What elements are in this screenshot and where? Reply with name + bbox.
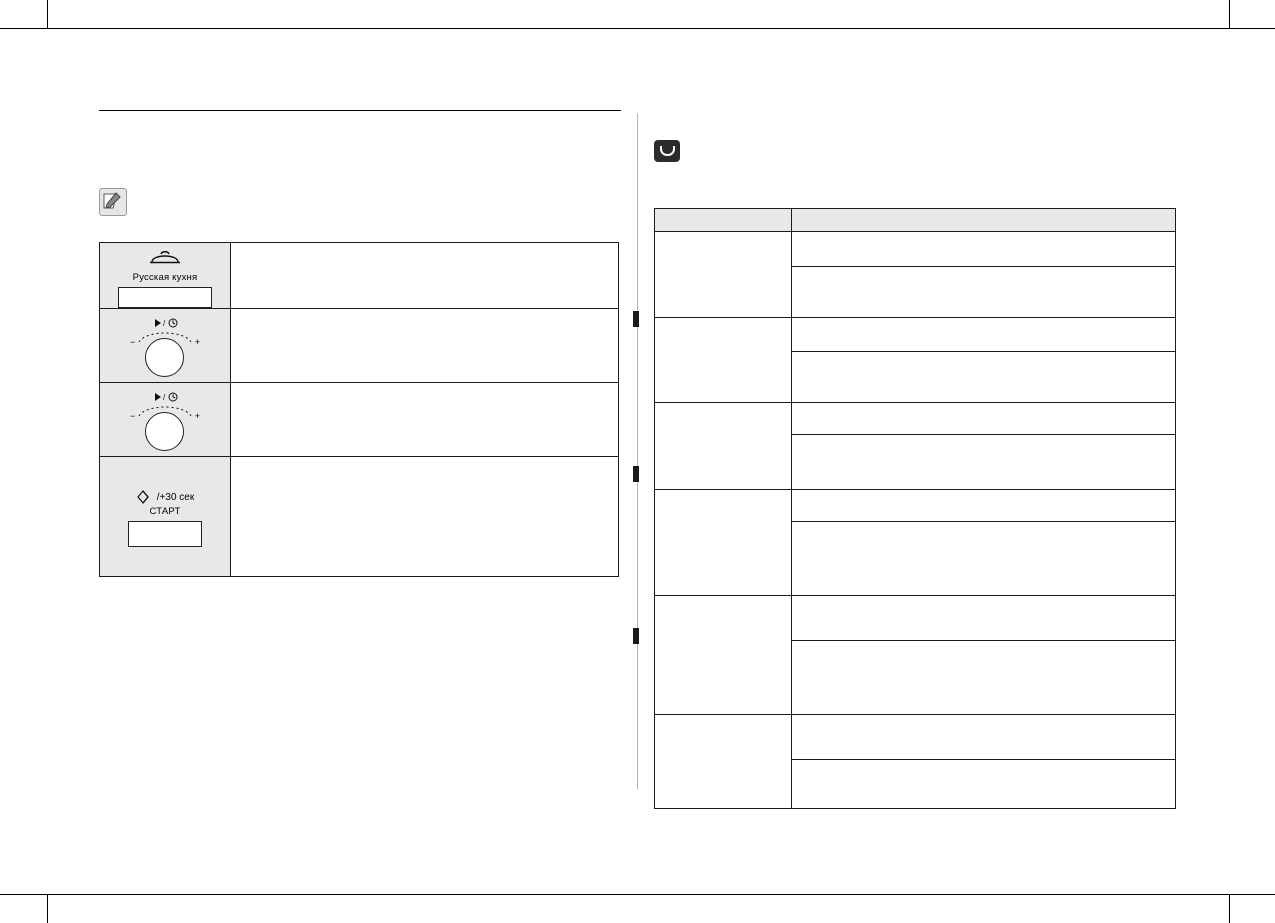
row-label-2	[654, 317, 792, 403]
dial-plus-label-2: +	[194, 336, 200, 347]
row-cell-1b	[791, 266, 1176, 318]
table-row	[655, 759, 1176, 809]
tab-mark-3	[633, 628, 639, 644]
pot-icon	[100, 249, 230, 270]
start-icon: /+30 сек	[100, 490, 230, 504]
svg-text:/: /	[163, 393, 166, 402]
step-icon-cell-3: / − +	[99, 382, 231, 457]
trim-mark-top-left	[47, 0, 48, 28]
table-row	[654, 317, 1176, 403]
page-rule-top	[0, 28, 1275, 29]
table-row	[654, 402, 1176, 490]
trim-mark-bottom-left	[47, 895, 48, 923]
dial-time-power-icon[interactable]: / − +	[128, 392, 202, 451]
row-cell-6b	[791, 759, 1176, 809]
column-header-2	[791, 208, 1176, 232]
row-label-1	[654, 231, 792, 318]
tab-mark-2	[633, 466, 639, 482]
table-row	[654, 231, 1176, 318]
right-column	[654, 140, 1176, 809]
trim-mark-top-right	[1229, 0, 1230, 28]
trim-mark-bottom-right	[1229, 895, 1230, 923]
table-row	[655, 521, 1176, 596]
section-top-rule	[99, 110, 621, 111]
table-row	[654, 714, 1176, 809]
row-cell-2b	[791, 351, 1176, 403]
row-cell-5a	[791, 595, 1176, 641]
row-cell-6a	[791, 714, 1176, 760]
dial-minus-label-2: −	[130, 336, 136, 347]
start-icon-label: /+30 сек	[156, 491, 195, 503]
svg-text:/: /	[163, 319, 166, 328]
table-row: / − +	[99, 308, 619, 383]
dial-glyph-3: /	[154, 392, 178, 404]
cooking-pot-icon	[654, 140, 680, 162]
russian-cuisine-button[interactable]	[118, 287, 212, 308]
step-icon-cell-4: /+30 сек СТАРТ	[99, 456, 231, 577]
row-cell-3a	[791, 402, 1176, 435]
column-divider	[637, 113, 638, 789]
table-row: Русская кухня	[99, 242, 619, 309]
row-cell-5b	[791, 640, 1176, 715]
step-icon-cell-1: Русская кухня	[99, 242, 231, 309]
table-row: /+30 сек СТАРТ	[99, 456, 619, 577]
table-row	[655, 351, 1176, 403]
row-cell-4a	[791, 489, 1176, 522]
row-cell-3b	[791, 434, 1176, 490]
dial-knob-3[interactable]	[145, 411, 184, 451]
row-label-3	[654, 402, 792, 490]
row-cell-1a	[791, 231, 1176, 267]
row-label-4	[654, 489, 792, 596]
table-row	[655, 640, 1176, 715]
row-label-6	[654, 714, 792, 809]
steps-table: Русская кухня /	[99, 242, 619, 577]
left-column: Русская кухня /	[99, 110, 621, 577]
start-button[interactable]	[128, 521, 202, 547]
table-row	[654, 489, 1176, 596]
programs-table	[654, 208, 1176, 809]
dial-glyph-2: /	[154, 318, 178, 330]
step-icon-cell-2: / − +	[99, 308, 231, 383]
dial-plus-label-3: +	[194, 410, 200, 421]
step-caption-1: Русская кухня	[132, 272, 198, 283]
step-text-4	[230, 456, 619, 577]
page-rule-bottom	[0, 894, 1275, 895]
table-header-row	[654, 208, 1176, 232]
row-cell-2a	[791, 317, 1176, 352]
dial-time-power-icon[interactable]: / − +	[128, 318, 202, 377]
step-text-3	[230, 382, 619, 457]
table-row: / − +	[99, 382, 619, 457]
table-row	[655, 434, 1176, 490]
column-header-1	[654, 208, 792, 232]
step-text-2	[230, 308, 619, 383]
dial-minus-label-3: −	[130, 410, 136, 421]
note-pencil-icon	[99, 188, 127, 216]
tab-mark-1	[633, 311, 639, 327]
row-label-5	[654, 595, 792, 715]
dial-knob-2[interactable]	[145, 337, 184, 377]
table-row	[654, 595, 1176, 715]
step-text-1	[230, 242, 619, 309]
step-caption-4: СТАРТ	[149, 506, 181, 517]
row-cell-4b	[791, 521, 1176, 596]
step-text-4-underlined	[231, 511, 321, 523]
